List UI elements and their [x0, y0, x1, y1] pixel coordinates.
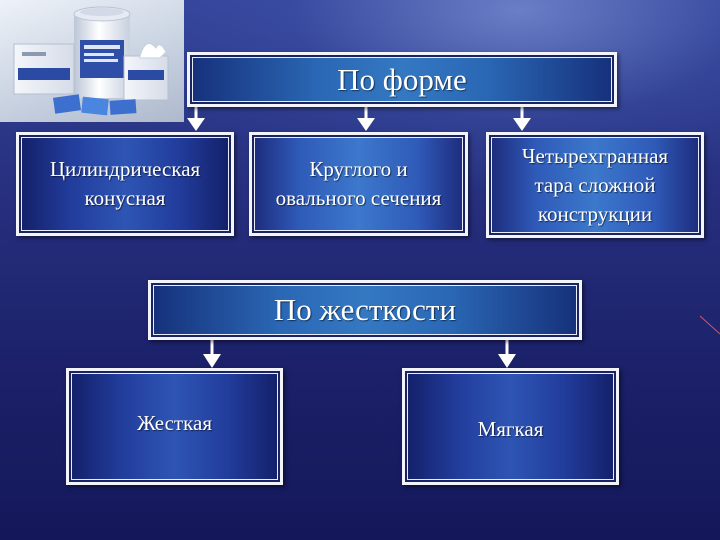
down-arrow-icon	[357, 104, 375, 131]
down-arrow-icon	[513, 104, 531, 131]
shape-item-label: Четырехгранная тара сложной конструкции	[521, 143, 669, 226]
rigidity-header-label: По жесткости	[273, 292, 457, 327]
shape-item-quadrilateral: Четырехгранная тара сложной конструкции	[486, 132, 704, 238]
rigidity-item-soft: Мягкая	[402, 368, 619, 485]
product-photo-illustration	[13, 6, 169, 116]
shape-item-label: Круглого и овального сечения	[275, 157, 442, 210]
rigidity-item-label: Мягкая	[477, 417, 544, 441]
down-arrow-icon	[187, 104, 205, 131]
shape-item-cylindrical: Цилиндрическая конусная	[16, 132, 234, 236]
shape-item-round-oval: Круглого и овального сечения	[249, 132, 468, 236]
product-photo	[0, 0, 184, 122]
shape-header-label: По форме	[337, 61, 467, 97]
rigidity-header-box: По жесткости	[148, 280, 582, 340]
decorative-line	[699, 315, 720, 335]
rigidity-item-label: Жесткая	[137, 411, 212, 435]
down-arrow-icon	[498, 338, 516, 368]
shape-header-box: По форме	[187, 52, 617, 107]
shape-item-label: Цилиндрическая конусная	[49, 157, 201, 210]
down-arrow-icon	[203, 338, 221, 368]
rigidity-item-rigid: Жесткая	[66, 368, 283, 485]
